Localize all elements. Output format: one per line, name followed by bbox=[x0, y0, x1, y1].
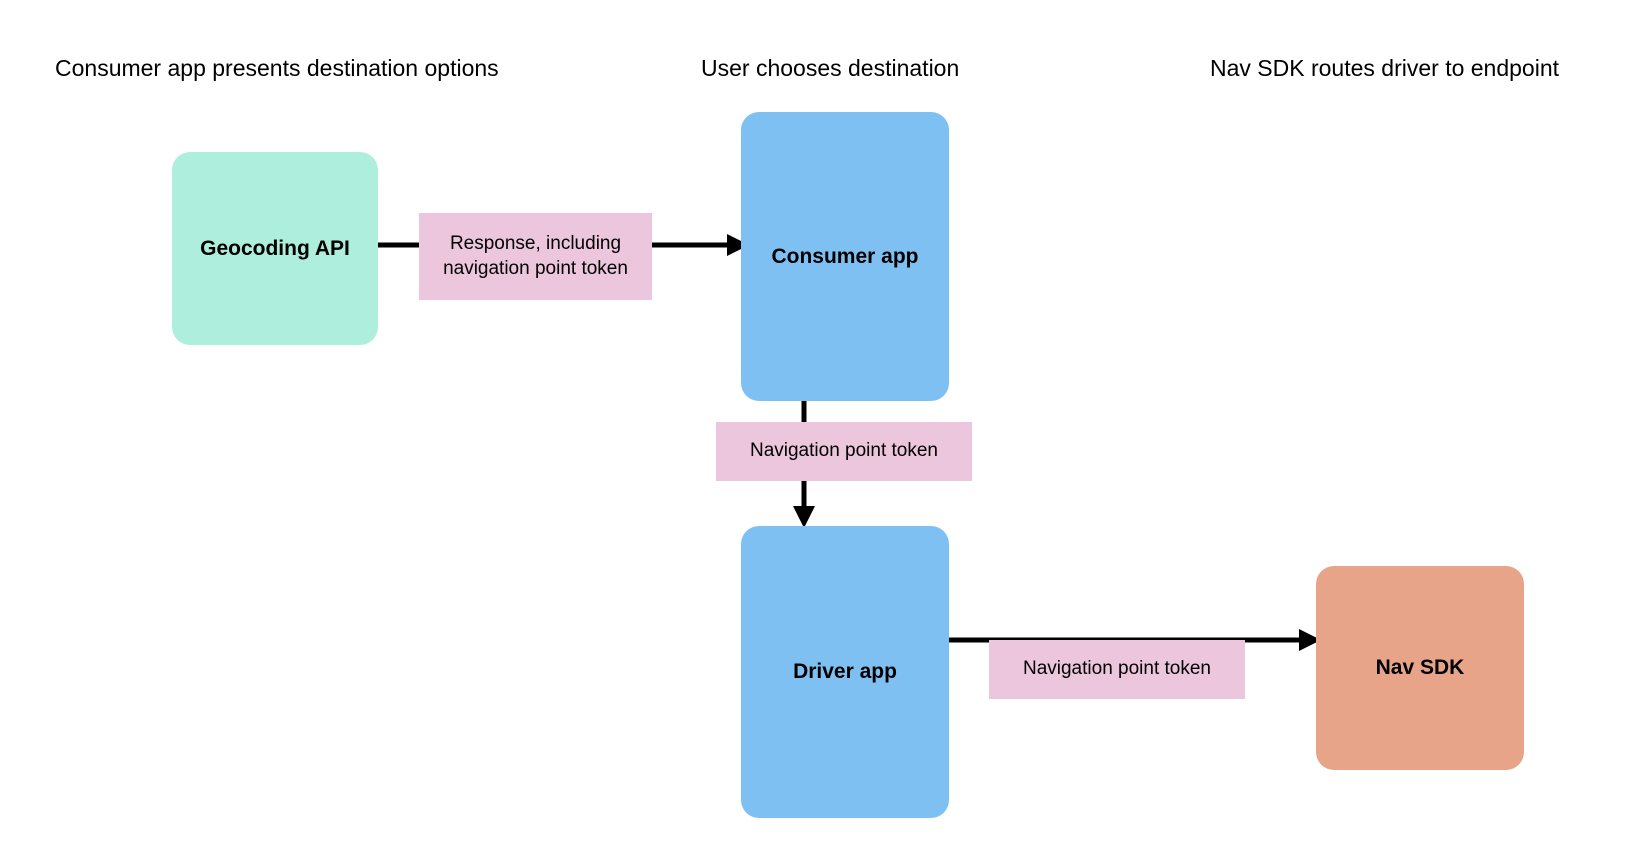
node-consumer-app[interactable]: Consumer app bbox=[741, 112, 949, 401]
edge-label-text: Navigation point token bbox=[1022, 658, 1211, 680]
edge-label-text: Response, including navigation point tok… bbox=[443, 233, 628, 279]
node-label: Driver app bbox=[793, 660, 897, 683]
column-header-nav-sdk-routes-driver: Nav SDK routes driver to endpoint bbox=[1210, 55, 1560, 81]
edge-label-navigation-point-token-consumer-driver: Navigation point token bbox=[716, 422, 972, 481]
arrowhead-icon bbox=[1299, 629, 1321, 651]
column-header-user-chooses-destination: User chooses destination bbox=[701, 55, 960, 81]
edge-label-response-including-navigation-point-token: Response, including navigation point tok… bbox=[419, 213, 652, 300]
node-label: Consumer app bbox=[771, 244, 919, 268]
node-nav-sdk[interactable]: Nav SDK bbox=[1316, 566, 1524, 770]
node-geocoding-api[interactable]: Geocoding API bbox=[172, 152, 378, 345]
edge-label-navigation-point-token-driver-navsdk: Navigation point token bbox=[989, 640, 1245, 699]
column-header-consumer-app-presents: Consumer app presents destination option… bbox=[55, 55, 499, 81]
node-driver-app[interactable]: Driver app bbox=[741, 526, 949, 818]
node-label: Geocoding API bbox=[200, 236, 350, 260]
node-label: Nav SDK bbox=[1375, 656, 1465, 679]
arrowhead-icon bbox=[727, 234, 749, 256]
edge-label-text: Navigation point token bbox=[749, 440, 938, 462]
arrowhead-icon bbox=[793, 506, 815, 528]
